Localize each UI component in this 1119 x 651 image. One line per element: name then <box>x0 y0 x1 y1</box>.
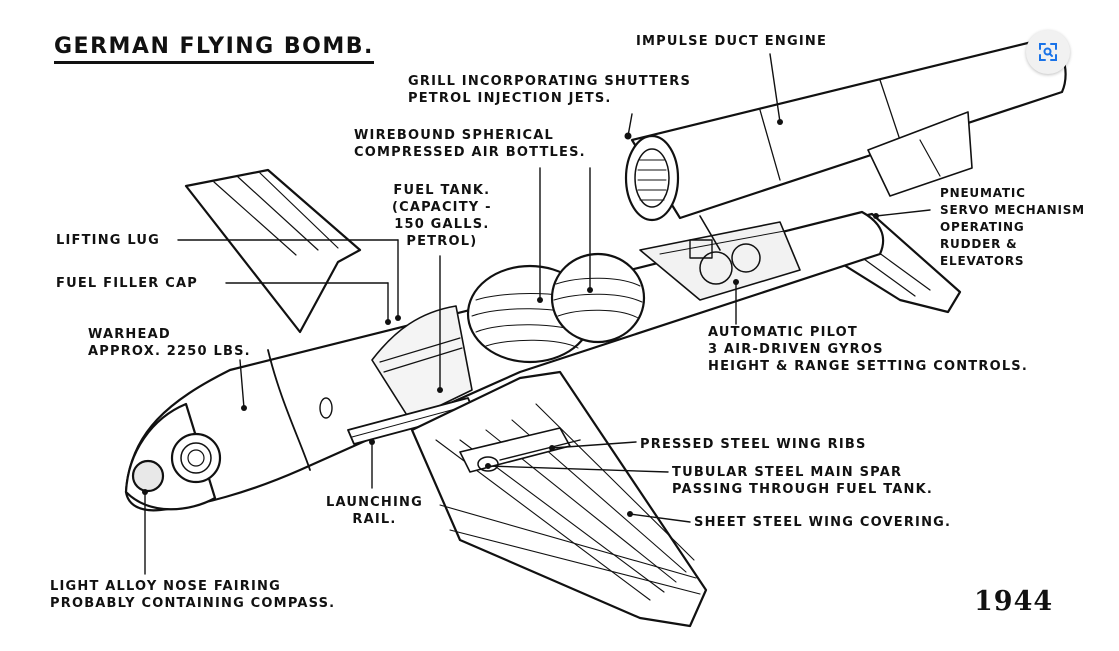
label-main-spar: TUBULAR STEEL MAIN SPAR PASSING THROUGH … <box>672 464 933 498</box>
label-lifting-lug: LIFTING LUG <box>56 232 160 249</box>
label-line: PETROL INJECTION JETS. <box>408 91 612 106</box>
upper-wing <box>184 168 362 334</box>
label-line: WIREBOUND SPHERICAL <box>354 128 554 143</box>
label-line: WARHEAD <box>88 327 171 342</box>
label-line: COMPRESSED AIR BOTTLES. <box>354 145 586 160</box>
label-line: OPERATING <box>940 220 1025 234</box>
label-fuel-filler-cap: FUEL FILLER CAP <box>56 275 198 292</box>
label-line: HEIGHT & RANGE SETTING CONTROLS. <box>708 359 1029 374</box>
label-line: PNEUMATIC <box>940 186 1026 200</box>
label-nose-fairing: LIGHT ALLOY NOSE FAIRING PROBABLY CONTAI… <box>50 578 335 612</box>
label-line: RAIL. <box>352 512 397 527</box>
label-line: AUTOMATIC PILOT <box>708 325 858 340</box>
label-line: LAUNCHING <box>326 495 423 510</box>
zoom-expand-icon <box>1039 43 1057 61</box>
label-fuel-tank: FUEL TANK. (CAPACITY - 150 GALLS. PETROL… <box>392 182 492 250</box>
label-line: LIGHT ALLOY NOSE FAIRING <box>50 579 281 594</box>
label-line: PETROL) <box>406 234 478 249</box>
label-pneumatic-servo: PNEUMATIC SERVO MECHANISM OPERATING RUDD… <box>940 185 1085 270</box>
label-launching-rail: LAUNCHING RAIL. <box>326 494 423 528</box>
label-line: FUEL FILLER CAP <box>56 276 198 291</box>
label-automatic-pilot: AUTOMATIC PILOT 3 AIR-DRIVEN GYROS HEIGH… <box>708 324 1028 375</box>
zoom-expand-button[interactable] <box>1026 30 1070 74</box>
label-line: PASSING THROUGH FUEL TANK. <box>672 482 934 497</box>
label-line: IMPULSE DUCT ENGINE <box>636 34 828 49</box>
label-air-bottles: WIREBOUND SPHERICAL COMPRESSED AIR BOTTL… <box>354 127 586 161</box>
label-line: GRILL INCORPORATING SHUTTERS <box>408 74 692 89</box>
label-line: ELEVATORS <box>940 254 1025 268</box>
label-line: 150 GALLS. <box>394 217 490 232</box>
label-warhead: WARHEAD APPROX. 2250 LBS. <box>88 326 251 360</box>
label-line: SHEET STEEL WING COVERING. <box>694 515 952 530</box>
year-label: 1944 <box>974 586 1054 617</box>
label-impulse-duct-engine: IMPULSE DUCT ENGINE <box>636 33 827 50</box>
label-line: PRESSED STEEL WING RIBS <box>640 437 867 452</box>
label-grill-shutters: GRILL INCORPORATING SHUTTERS PETROL INJE… <box>408 73 691 107</box>
label-line: (CAPACITY - <box>392 200 492 215</box>
label-line: 3 AIR-DRIVEN GYROS <box>708 342 884 357</box>
lower-wing <box>410 370 708 628</box>
label-line: SERVO MECHANISM <box>940 203 1085 217</box>
label-line: FUEL TANK. <box>393 183 491 198</box>
label-line: LIFTING LUG <box>56 233 161 248</box>
label-wing-covering: SHEET STEEL WING COVERING. <box>694 514 951 531</box>
label-line: TUBULAR STEEL MAIN SPAR <box>672 465 903 480</box>
diagram-title: GERMAN FLYING BOMB. <box>54 34 374 64</box>
label-wing-ribs: PRESSED STEEL WING RIBS <box>640 436 867 453</box>
label-line: APPROX. 2250 LBS. <box>88 344 251 359</box>
label-line: PROBABLY CONTAINING COMPASS. <box>50 596 336 611</box>
label-line: RUDDER & <box>940 237 1018 251</box>
